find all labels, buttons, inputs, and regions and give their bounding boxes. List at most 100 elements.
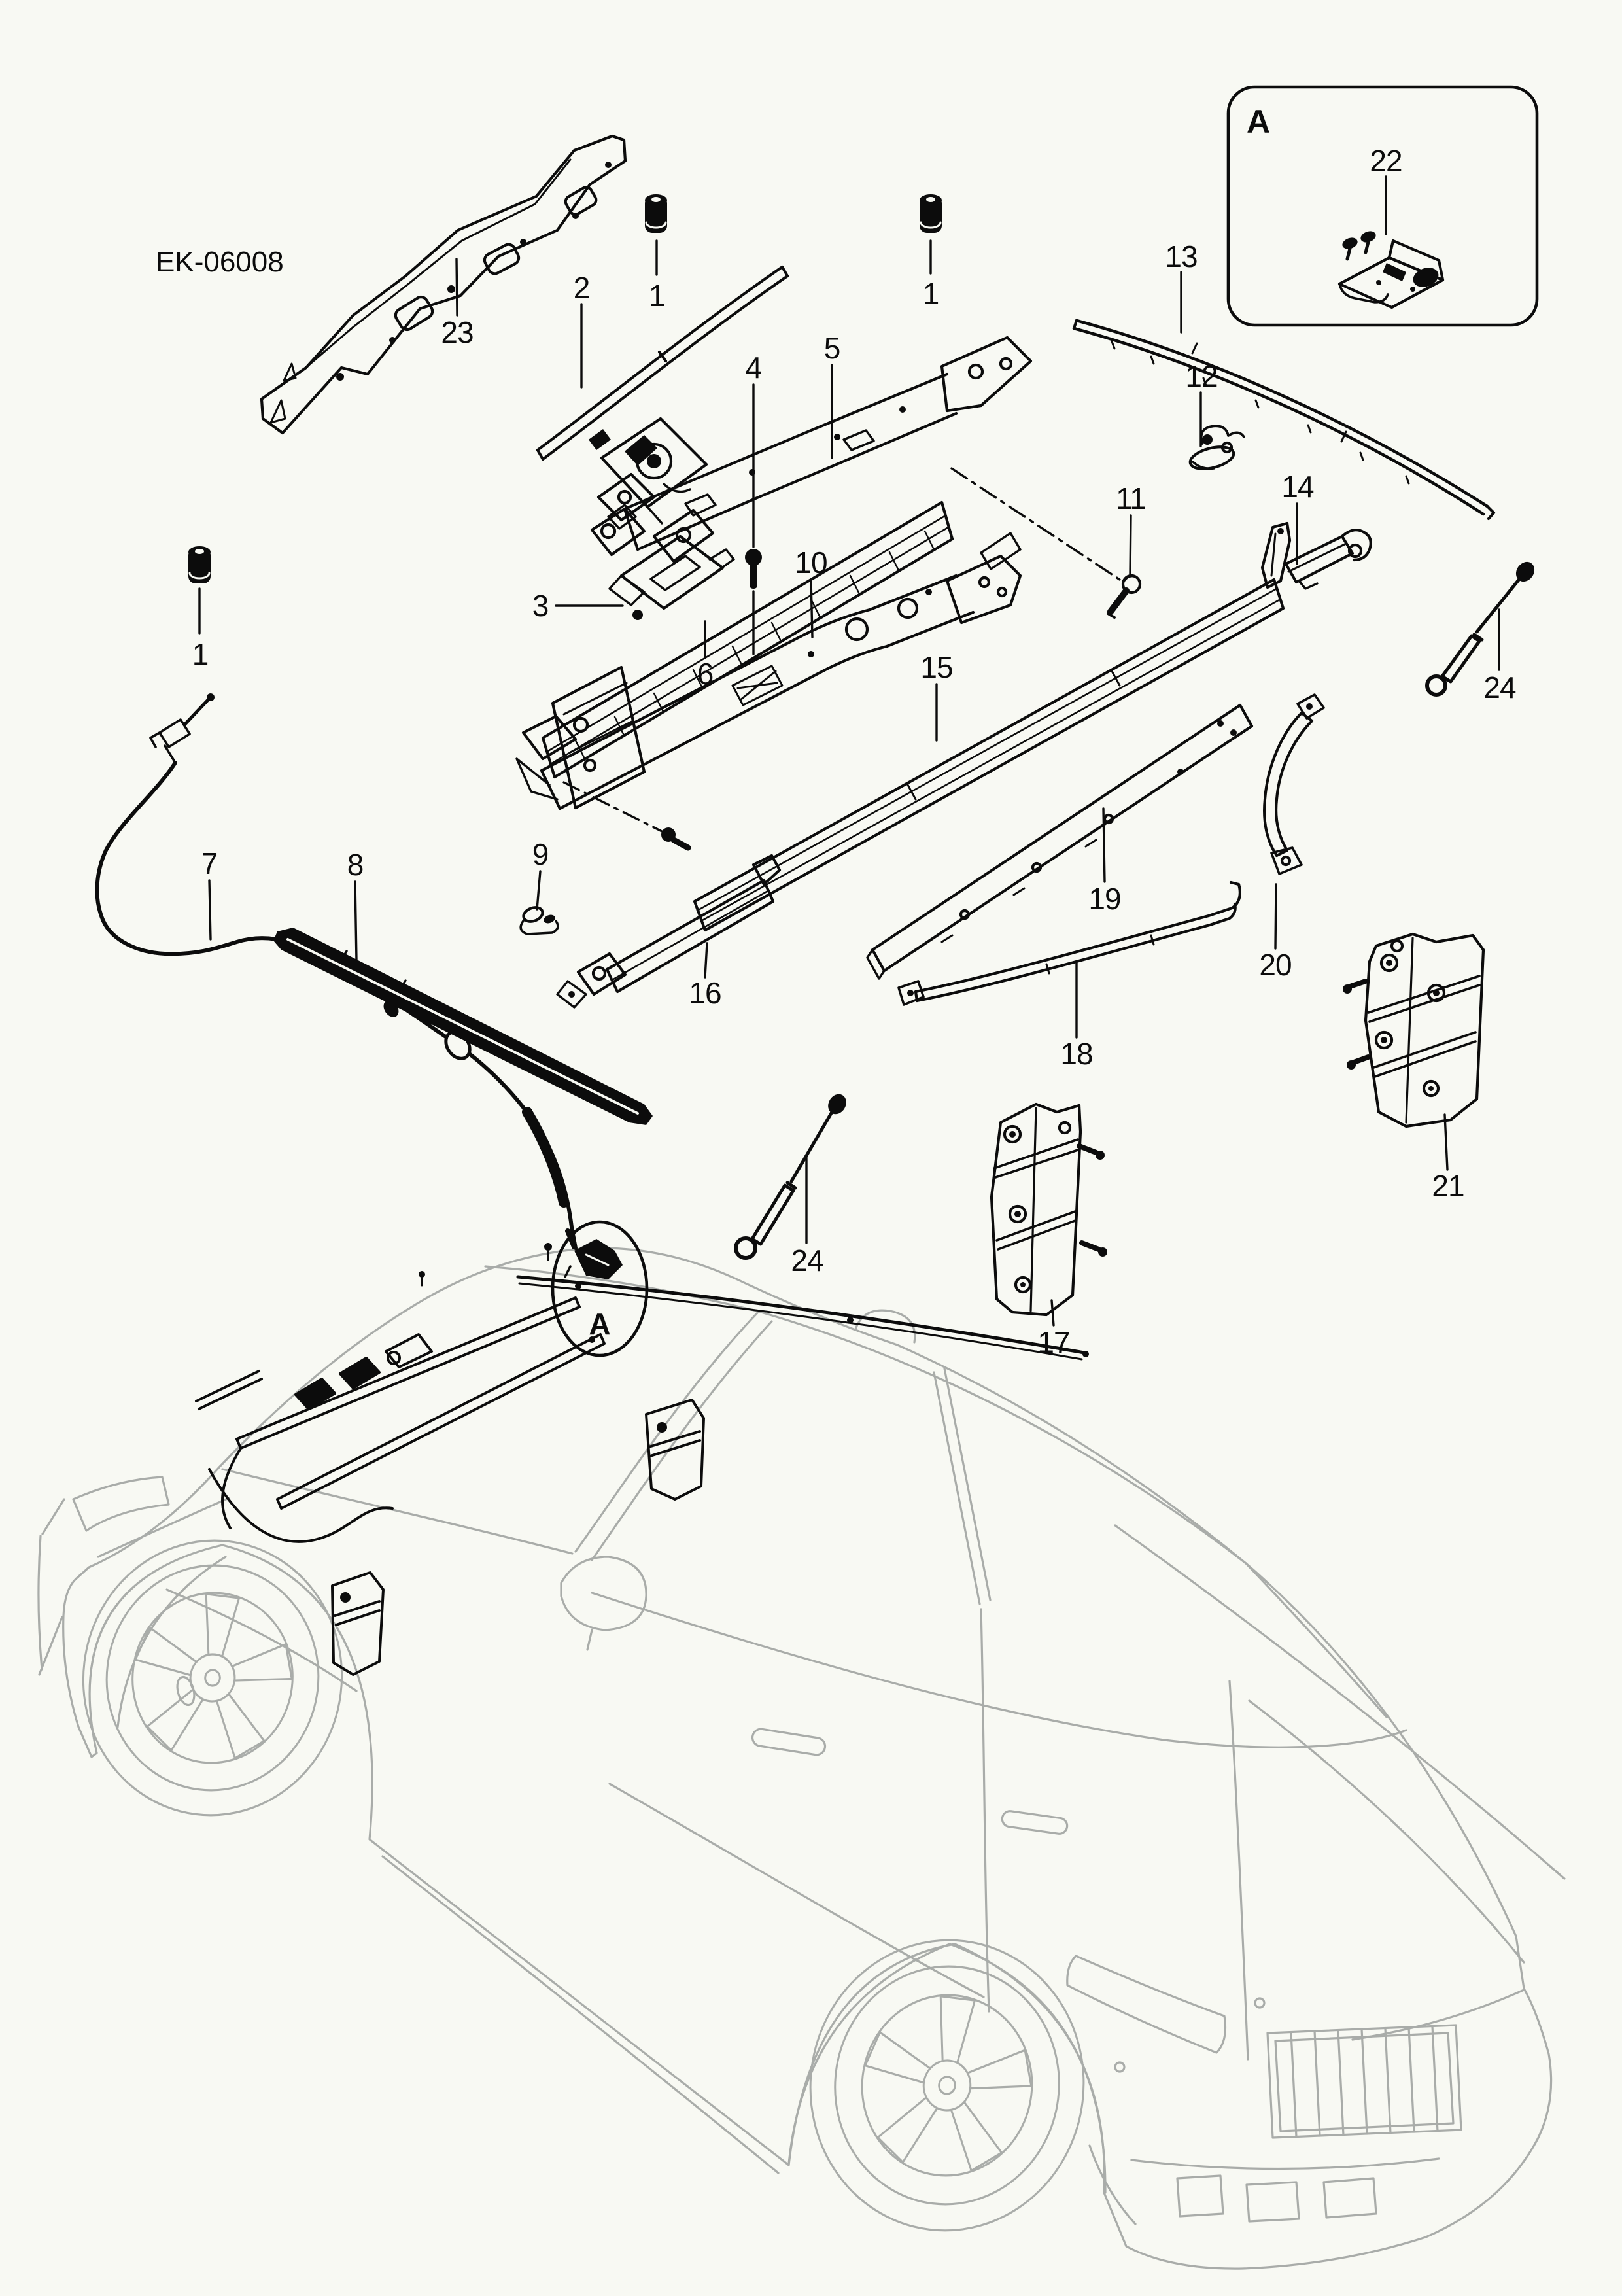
part-label-8: 8	[347, 848, 364, 882]
part-label-2: 2	[573, 271, 591, 305]
part-8-trim-strip	[273, 928, 653, 1125]
part-label-20: 20	[1259, 948, 1292, 982]
installed-motor-bracket	[385, 1333, 433, 1368]
rear-wheel-spokes	[864, 1995, 1033, 2172]
detail-box-a	[1226, 85, 1539, 327]
part-label-1c: 1	[192, 637, 209, 671]
installed-motor-cluster	[294, 1357, 381, 1410]
part-2-curved-rail	[536, 265, 789, 461]
part-label-24l: 24	[791, 1244, 823, 1278]
leader-axis-10	[562, 781, 664, 833]
leader-7	[208, 879, 212, 941]
car-rear-quarter-seam	[1228, 1680, 1249, 2061]
leader-10	[810, 578, 814, 638]
part-10-guide-arm	[540, 532, 1022, 851]
detail-circle-a	[551, 1220, 649, 1357]
front-wheel-spokes	[134, 1593, 293, 1760]
part-label-15: 15	[920, 650, 953, 684]
part-label-13: 13	[1165, 239, 1198, 273]
installed-curved-rail	[516, 1275, 1086, 1355]
installed-front-header	[195, 1370, 263, 1410]
installed-cable-loop	[208, 1468, 394, 1543]
installed-block-right-bolt	[657, 1422, 667, 1433]
leader-17	[1050, 1299, 1055, 1327]
car-door-crease-upper	[608, 1783, 985, 1998]
car-mirror	[560, 1556, 647, 1651]
part-23-roof-frame-panel	[260, 134, 627, 435]
car-bumper-crease	[1130, 2157, 1440, 2170]
part-label-5: 5	[823, 331, 841, 365]
car-door-handle-rear	[1001, 1810, 1069, 1835]
part-label-3: 3	[532, 589, 549, 623]
part-label-4: 4	[745, 351, 763, 385]
installed-block-left-bolt	[340, 1592, 351, 1603]
part-1-screw-a	[645, 194, 667, 233]
part-19-reinforcement-rail	[866, 703, 1254, 980]
part-label-11: 11	[1116, 481, 1147, 515]
car-rear-wheel	[809, 1939, 1085, 2232]
car-trunk-lip	[1351, 1989, 1525, 2041]
installed-rail-left	[235, 1296, 581, 1450]
leader-21	[1443, 1113, 1449, 1171]
car-outline	[37, 1247, 1566, 2270]
part-18-support-arm	[897, 880, 1241, 1006]
part-24-gas-strut-left	[734, 1094, 846, 1260]
part-17-deflector-block	[990, 1102, 1107, 1317]
part-20-corner-bracket	[1263, 693, 1325, 875]
leader-19	[1102, 807, 1106, 883]
car-diffuser-fins	[1176, 2174, 1377, 2223]
car-taillight	[1066, 1955, 1227, 2054]
part-label-22: 22	[1370, 144, 1402, 178]
car-roof-bump	[854, 1309, 916, 1344]
part-label-12: 12	[1185, 359, 1218, 393]
car-beltline	[591, 1592, 1407, 1748]
part-13-curved-trim-rail	[1072, 319, 1496, 521]
leader-8	[354, 880, 358, 962]
car-a-pillar-inner	[591, 1320, 773, 1561]
part-label-19: 19	[1088, 882, 1121, 916]
part-12-clip	[1188, 425, 1245, 470]
car-rear-vent	[1088, 2144, 1137, 2225]
part-1-screw-c	[188, 546, 211, 583]
car-front-wheel	[82, 1539, 343, 1817]
part-21-deflector-block	[1343, 932, 1485, 1128]
car-sensor-1	[1114, 2061, 1126, 2073]
part-label-7: 7	[201, 846, 218, 880]
leader-9	[536, 870, 542, 911]
part-24-gas-strut-right	[1425, 561, 1535, 697]
leader-11	[1129, 514, 1132, 576]
diagram-code: EK-06008	[156, 246, 284, 278]
car-sensor-2	[1254, 1997, 1266, 2009]
leader-20	[1274, 883, 1277, 950]
part-label-24r: 24	[1483, 670, 1516, 704]
part-label-21: 21	[1432, 1169, 1464, 1203]
part-1-screw-b	[920, 194, 942, 233]
part-label-14: 14	[1281, 470, 1314, 504]
installed-curved-rail-inner	[518, 1282, 1083, 1361]
leader-lines	[198, 175, 1500, 1327]
part-4-screw	[745, 549, 762, 589]
car-rocker-accent	[381, 1855, 780, 2174]
car-front-door-seam	[980, 1608, 990, 2013]
car-front-left-edge	[37, 1498, 65, 1676]
car-rear-glass-bottom	[1248, 1699, 1525, 1964]
installed-rail-right	[276, 1333, 606, 1510]
part-3-drive-motor	[589, 417, 715, 563]
installed-roof-mechanism	[195, 1243, 1089, 1676]
leader-axis-11	[950, 467, 1125, 583]
part-label-18: 18	[1060, 1037, 1093, 1071]
car-windshield-top	[484, 1265, 760, 1313]
part-label-17: 17	[1037, 1325, 1070, 1359]
car-plate-slats	[1290, 2025, 1439, 2138]
car-hood-crease	[97, 1497, 230, 1558]
part-label-1a: 1	[648, 279, 666, 313]
part-22-latch-bracket	[1337, 231, 1445, 309]
car-c-pillar-inner	[1245, 1562, 1388, 1718]
car-windshield-base	[221, 1468, 574, 1555]
car-b-pillar	[933, 1367, 992, 1605]
leader-16	[704, 942, 708, 979]
part-label-1b: 1	[922, 277, 940, 311]
part-11-bolt	[1107, 574, 1142, 619]
car-headlight	[72, 1476, 170, 1532]
